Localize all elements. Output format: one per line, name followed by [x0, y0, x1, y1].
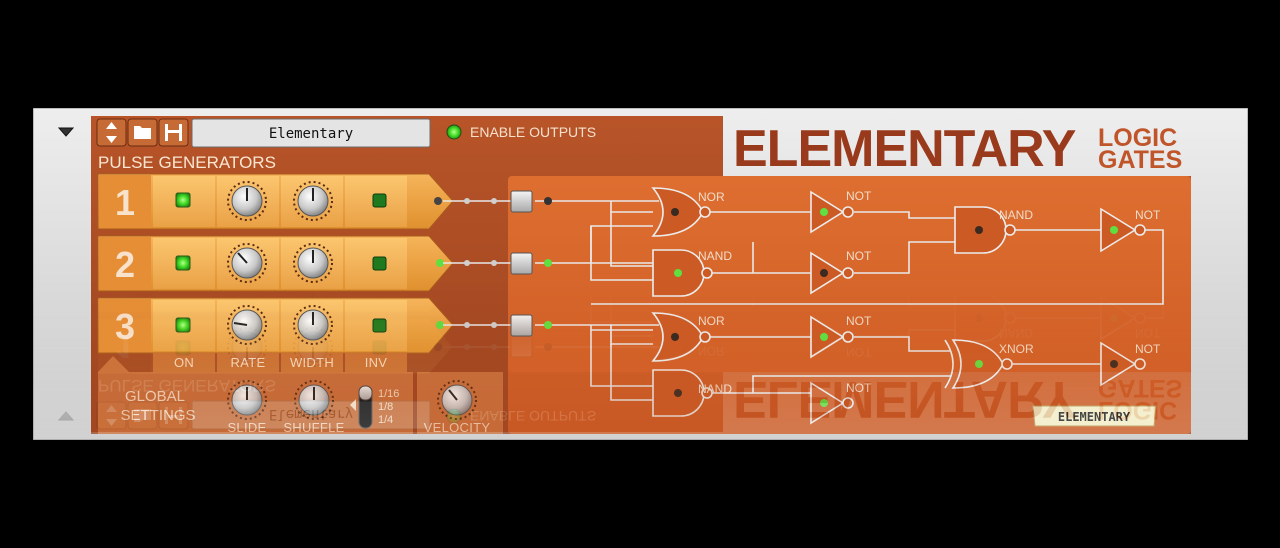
input-node-led-2 [544, 259, 552, 267]
resolution-option[interactable]: 1/4 [378, 414, 393, 426]
input-node-1 [510, 190, 533, 213]
label-inv: INV [365, 355, 388, 370]
badge-text: ELEMENTARY [1058, 410, 1131, 424]
gate-label-nand: NAND [698, 382, 732, 396]
gate-label-nor: NOR [698, 314, 725, 328]
gate-label-not: NOT [1135, 342, 1161, 356]
folder-icon[interactable] [127, 118, 158, 147]
global-label-line2: SETTINGS [120, 407, 195, 424]
pulse-row-2: 2 [97, 235, 454, 292]
label-on: ON [174, 355, 194, 370]
gate-label-nand: NAND [999, 208, 1033, 222]
elementary-badge: ELEMENTARY [1032, 405, 1157, 427]
on-button[interactable] [175, 255, 191, 271]
shuffle-label: SHUFFLE [283, 420, 344, 435]
save-icon[interactable] [158, 118, 189, 147]
pulse-row-1: 1 [97, 173, 454, 230]
gate-label-not: NOT [1135, 208, 1161, 222]
rack-device: Elementary ENABLE OUTPUTS ELEMENTARY LOG… [33, 108, 1248, 440]
velocity-label: VELOCITY [424, 420, 491, 435]
enable-outputs-led[interactable] [446, 124, 462, 140]
on-button[interactable] [175, 192, 191, 208]
gate-label-not: NOT [846, 249, 872, 263]
gate-label-nor: NOR [698, 190, 725, 204]
pulse-number: 2 [115, 244, 135, 285]
input-node-3 [510, 314, 533, 337]
patch-nav-button[interactable] [96, 118, 127, 147]
slide-label: SLIDE [227, 420, 266, 435]
gate-label-not: NOT [846, 189, 872, 203]
gate-label-not: NOT [846, 381, 872, 395]
brand-subtitle-gates: GATES [1098, 146, 1182, 174]
pulse-number: 3 [115, 306, 135, 347]
output-led [434, 197, 442, 205]
pulse-row-3: 3 [97, 297, 454, 354]
gate-label-nand: NAND [698, 249, 732, 263]
inv-button[interactable] [372, 193, 387, 208]
brand-title: ELEMENTARY [733, 120, 1076, 178]
gate-label-not: NOT [846, 314, 872, 328]
resolution-option[interactable]: 1/16 [378, 388, 399, 400]
resolution-switch-handle[interactable] [358, 385, 373, 401]
resolution-option[interactable]: 1/8 [378, 401, 393, 413]
label-width: WIDTH [290, 355, 334, 370]
gate-label-xnor: XNOR [999, 342, 1034, 356]
enable-outputs-label: ENABLE OUTPUTS [470, 124, 596, 140]
input-node-2 [510, 252, 533, 275]
label-rate: RATE [231, 355, 266, 370]
global-label-line1: GLOBAL [125, 388, 185, 405]
on-button[interactable] [175, 317, 191, 333]
output-led [436, 321, 444, 329]
inv-button[interactable] [372, 256, 387, 271]
preset-name: Elementary [269, 126, 353, 142]
input-node-led-3 [544, 321, 552, 329]
input-node-led-1 [544, 197, 552, 205]
pulse-generators-heading: PULSE GENERATORS [98, 153, 276, 172]
inv-button[interactable] [372, 318, 387, 333]
output-led [436, 259, 444, 267]
pulse-number: 1 [115, 182, 135, 223]
